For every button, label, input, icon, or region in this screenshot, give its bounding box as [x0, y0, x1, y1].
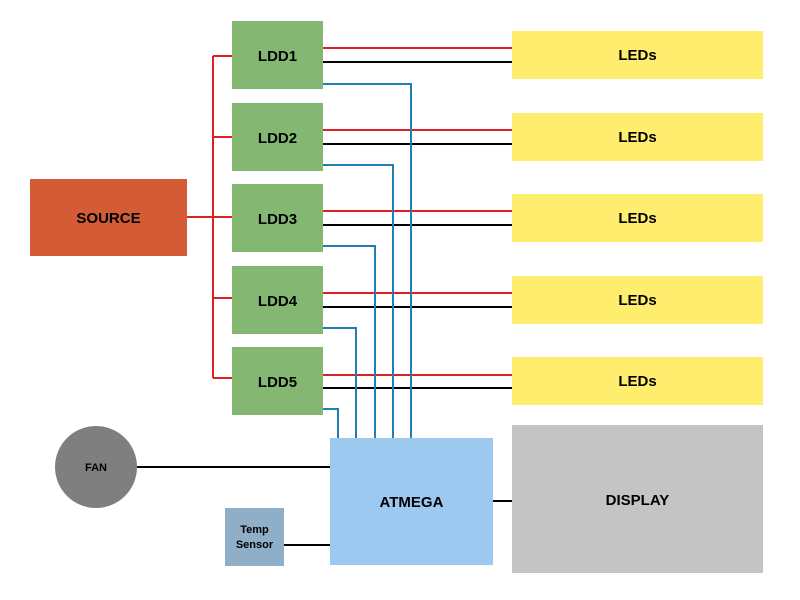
display-label: DISPLAY: [606, 492, 670, 509]
source-box: [30, 179, 187, 256]
led-label: LEDs: [618, 373, 656, 390]
led-label: LEDs: [618, 210, 656, 227]
driver-label: LDD3: [258, 211, 297, 228]
driver-label: LDD2: [258, 130, 297, 147]
driver-box: [232, 21, 323, 89]
driver-box: [232, 184, 323, 252]
atmega-box: [330, 438, 493, 565]
temp-sensor-label-line2: Sensor: [236, 539, 274, 551]
led-box: [512, 113, 763, 161]
led-strip-3: LEDs: [512, 194, 763, 242]
control-wires: [323, 83, 412, 438]
driver-3: LDD3: [232, 184, 323, 252]
driver-1: LDD1: [232, 21, 323, 89]
source-block: SOURCE: [30, 179, 187, 256]
led-box: [512, 31, 763, 79]
led-box: [512, 276, 763, 324]
led-wires: [323, 47, 512, 389]
led-label: LEDs: [618, 292, 656, 309]
atmega-label: ATMEGA: [380, 494, 444, 511]
led-strip-5: LEDs: [512, 357, 763, 405]
controller-block: ATMEGA: [330, 438, 493, 565]
led-box: [512, 357, 763, 405]
driver-label: LDD5: [258, 374, 297, 391]
temp-sensor-block: Temp Sensor: [225, 508, 284, 566]
led-strip-4: LEDs: [512, 276, 763, 324]
power-bus: [187, 55, 232, 379]
led-box: [512, 194, 763, 242]
temp-sensor-label-line1: Temp: [240, 524, 269, 536]
led-strip-1: LEDs: [512, 31, 763, 79]
led-label: LEDs: [618, 47, 656, 64]
driver-box: [232, 266, 323, 334]
driver-box: [232, 347, 323, 415]
driver-2: LDD2: [232, 103, 323, 171]
peripheral-wires: [137, 466, 512, 546]
display-box: [512, 425, 763, 573]
led-strip-2: LEDs: [512, 113, 763, 161]
temp-sensor-box: [225, 508, 284, 566]
fan-icon: [55, 426, 137, 508]
driver-5: LDD5: [232, 347, 323, 415]
display-block: DISPLAY: [512, 425, 763, 573]
driver-box: [232, 103, 323, 171]
fan-block: FAN: [55, 426, 137, 508]
driver-label: LDD1: [258, 48, 297, 65]
led-label: LEDs: [618, 129, 656, 146]
driver-4: LDD4: [232, 266, 323, 334]
source-label: SOURCE: [76, 210, 140, 227]
driver-label: LDD4: [258, 293, 298, 310]
fan-label: FAN: [85, 462, 107, 474]
